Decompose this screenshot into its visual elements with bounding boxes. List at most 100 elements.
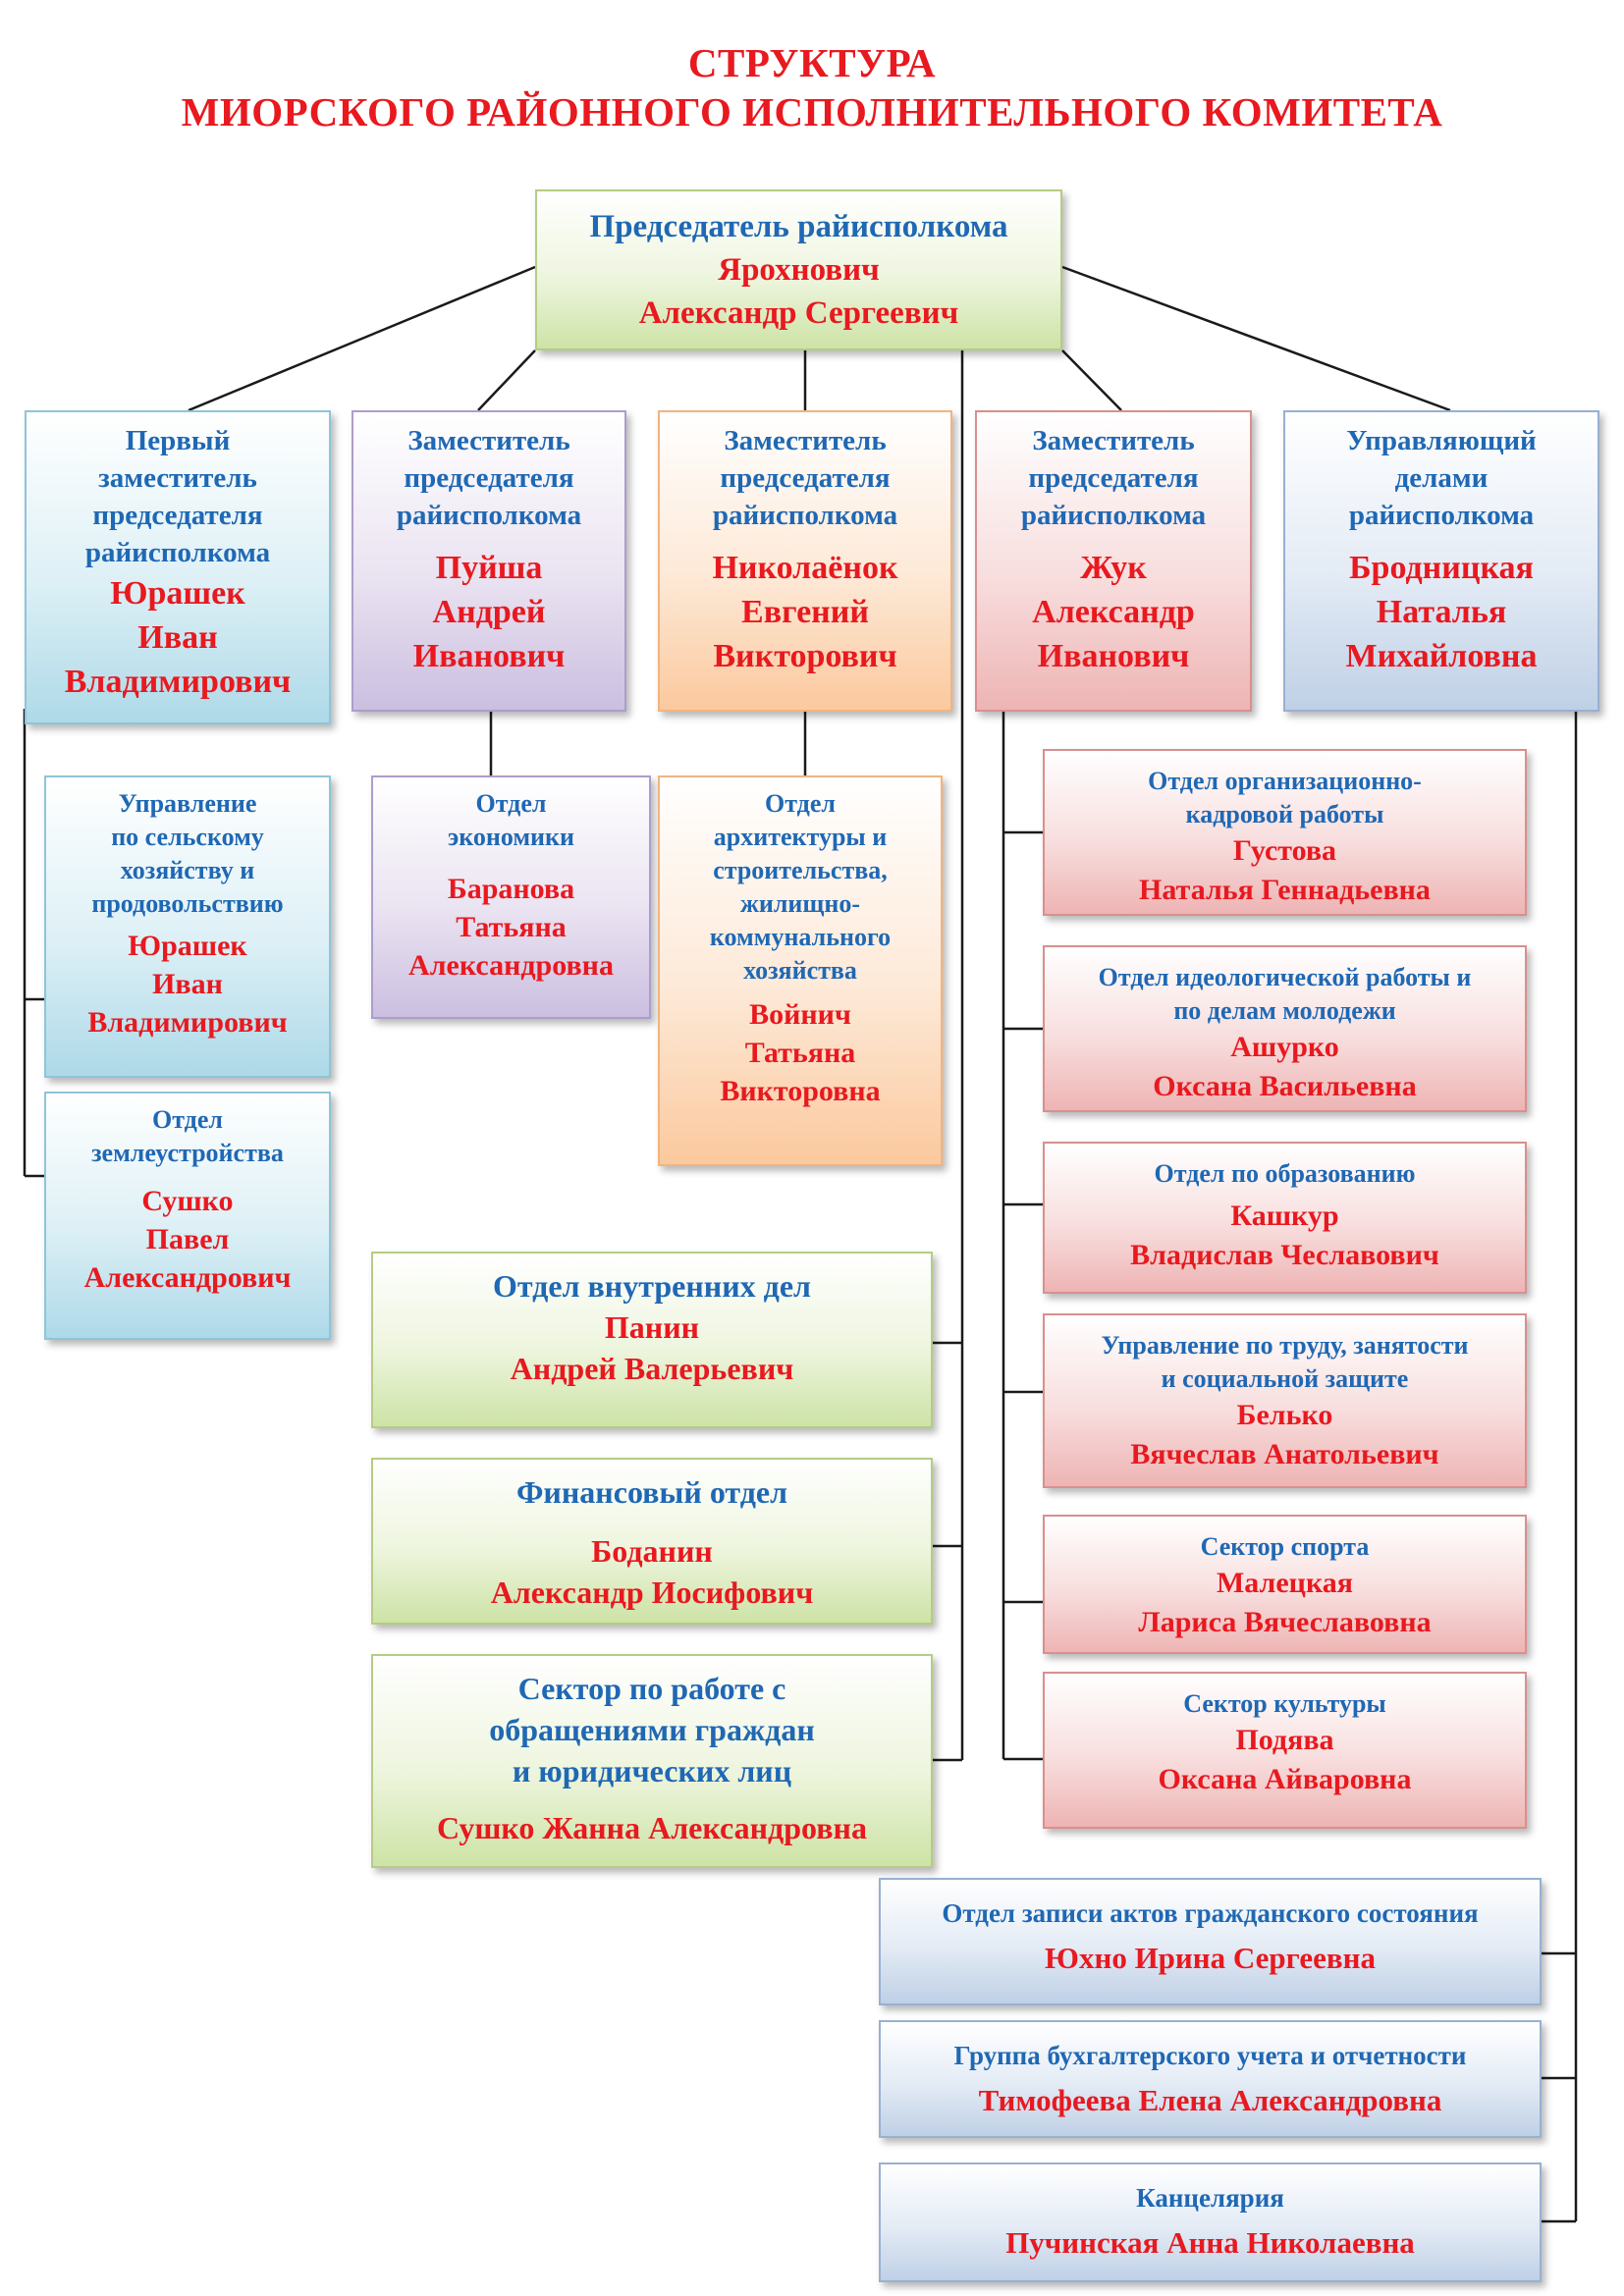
unit-position-line: Отдел идеологической работы и — [1098, 963, 1472, 991]
chancellery-box: Канцелярия Пучинская Анна Николаевна — [879, 2163, 1542, 2282]
unit-position-line: Отдел — [765, 789, 836, 818]
unit-name-line: Вячеслав Анатольевич — [1130, 1438, 1439, 1470]
chairman-name-line2: Александр Сергеевич — [638, 295, 959, 331]
architecture-department-box: Отдел архитектуры и строительства, жилищ… — [658, 775, 943, 1166]
unit-name-line: Викторовна — [720, 1075, 881, 1107]
deputy-name-line: Николаёнок — [712, 550, 898, 586]
unit-name-line: Юрашек — [128, 930, 247, 962]
land-management-department-box: Отдел землеустройства Сушко Павел Алекса… — [44, 1092, 331, 1340]
agriculture-department-box: Управление по сельскому хозяйству и прод… — [44, 775, 331, 1078]
deputy-name-line: Юрашек — [110, 575, 245, 612]
deputy-name-line: Викторович — [713, 638, 897, 674]
deputy-name-line: Владимирович — [64, 664, 292, 700]
unit-name-line: Александрович — [83, 1261, 292, 1294]
connector-line — [188, 265, 536, 412]
deputy-name-line: Евгений — [741, 594, 869, 630]
deputy-position-line: председателя — [1028, 462, 1199, 494]
affairs-manager-box: Управляющий делами райисполкома Бродницк… — [1283, 410, 1599, 712]
internal-affairs-department-box: Отдел внутренних дел Панин Андрей Валерь… — [371, 1252, 933, 1428]
civil-registry-department-box: Отдел записи актов гражданского состояни… — [879, 1878, 1542, 2005]
unit-name-line: Иван — [152, 968, 223, 1000]
labor-social-protection-department-box: Управление по труду, занятости и социаль… — [1043, 1313, 1527, 1488]
unit-position-line: кадровой работы — [1185, 800, 1384, 828]
deputy-name-line: Бродницкая — [1349, 550, 1534, 586]
unit-position-line: жилищно- — [740, 889, 860, 918]
unit-name-line: Тимофеева Елена Александровна — [978, 2083, 1442, 2117]
unit-position-line: землеустройства — [91, 1139, 284, 1167]
unit-position-line: архитектуры и — [713, 823, 888, 851]
unit-position-line: Канцелярия — [1136, 2183, 1284, 2213]
chairman-name-line1: Ярохнович — [718, 252, 880, 288]
unit-position-line: и юридических лиц — [512, 1753, 792, 1789]
deputy-zhuk-box: Заместитель председателя райисполкома Жу… — [975, 410, 1252, 712]
unit-name-line: Оксана Васильевна — [1153, 1070, 1417, 1102]
unit-name-line: Ашурко — [1230, 1031, 1339, 1063]
unit-position-line: по сельскому — [111, 823, 264, 851]
personnel-department-box: Отдел организационно- кадровой работы Гу… — [1043, 749, 1527, 916]
unit-name-line: Александровна — [408, 949, 614, 982]
deputy-position-line: райисполкома — [712, 500, 898, 531]
deputy-name-line: Наталья — [1376, 594, 1507, 630]
deputy-position-line: председателя — [404, 462, 574, 494]
chairman-position: Председатель райисполкома — [589, 209, 1008, 244]
unit-name-line: Кашкур — [1230, 1200, 1339, 1232]
unit-position-line: Отдел — [475, 789, 547, 818]
deputy-position-line: Заместитель — [724, 425, 887, 456]
unit-position-line: строительства, — [713, 856, 888, 884]
deputy-position-line: райисполкома — [84, 537, 271, 568]
unit-name-line: Владимирович — [87, 1006, 288, 1039]
deputy-position-line: заместитель — [98, 462, 257, 494]
unit-name-line: Сушко Жанна Александровна — [437, 1810, 867, 1845]
unit-position-line: Отдел записи актов гражданского состояни… — [942, 1898, 1479, 1928]
deputy-name-line: Иванович — [412, 638, 566, 674]
deputy-position-line: председателя — [92, 500, 263, 531]
unit-name-line: Татьяна — [744, 1037, 856, 1069]
deputy-position-line: председателя — [720, 462, 891, 494]
deputy-name-line: Андрей — [432, 594, 546, 630]
chart-title-line2: МИОРСКОГО РАЙОННОГО ИСПОЛНИТЕЛЬНОГО КОМИ… — [181, 89, 1443, 134]
unit-position-line: Отдел внутренних дел — [492, 1268, 811, 1304]
unit-name-line: Владислав Чеславович — [1130, 1239, 1439, 1271]
finance-department-box: Финансовый отдел Боданин Александр Иосиф… — [371, 1458, 933, 1625]
deputy-name-line: Пуйша — [435, 550, 543, 586]
deputy-name-line: Жук — [1080, 550, 1147, 586]
deputy-name-line: Михайловна — [1345, 638, 1538, 674]
deputy-nikolaenok-box: Заместитель председателя райисполкома Ни… — [658, 410, 952, 712]
unit-position-line: Сектор спорта — [1200, 1532, 1370, 1561]
unit-name-line: Боданин — [591, 1533, 713, 1569]
deputy-name-line: Иванович — [1037, 638, 1190, 674]
unit-position-line: и социальной защите — [1161, 1364, 1409, 1393]
unit-position-line: Сектор по работе с — [517, 1671, 786, 1706]
unit-position-line: обращениями граждан — [489, 1712, 815, 1747]
deputy-position-line: Заместитель — [407, 425, 570, 456]
unit-name-line: Лариса Вячеславовна — [1138, 1606, 1432, 1638]
first-deputy-box: Первый заместитель председателя райиспол… — [25, 410, 331, 724]
ideology-department-box: Отдел идеологической работы и по делам м… — [1043, 945, 1527, 1112]
unit-position-line: Отдел — [152, 1105, 223, 1134]
unit-position-line: по делам молодежи — [1173, 996, 1396, 1025]
deputy-name-line: Иван — [137, 619, 218, 656]
unit-name-line: Александр Иосифович — [490, 1575, 814, 1610]
economy-department-box: Отдел экономики Баранова Татьяна Алексан… — [371, 775, 651, 1019]
sports-sector-box: Сектор спорта Малецкая Лариса Вячеславов… — [1043, 1515, 1527, 1654]
unit-name-line: Оксана Айваровна — [1158, 1763, 1412, 1795]
deputy-position-line: райисполкома — [1020, 500, 1207, 531]
culture-sector-box: Сектор культуры Подява Оксана Айваровна — [1043, 1672, 1527, 1829]
unit-name-line: Наталья Геннадьевна — [1139, 874, 1431, 906]
unit-position-line: хозяйства — [743, 956, 857, 985]
unit-position-line: продовольствию — [91, 889, 284, 918]
citizen-appeals-sector-box: Сектор по работе с обращениями граждан и… — [371, 1654, 933, 1868]
education-department-box: Отдел по образованию Кашкур Владислав Че… — [1043, 1142, 1527, 1294]
unit-name-line: Татьяна — [456, 911, 567, 943]
unit-name-line: Юхно Ирина Сергеевна — [1045, 1941, 1376, 1975]
unit-position-line: Группа бухгалтерского учета и отчетности — [953, 2041, 1467, 2070]
chairman-box: Председатель райисполкома Ярохнович Алек… — [535, 189, 1062, 350]
unit-name-line: Павел — [145, 1223, 230, 1255]
connector-line — [477, 349, 536, 411]
unit-name-line: Пучинская Анна Николаевна — [1005, 2225, 1415, 2260]
unit-name-line: Андрей Валерьевич — [510, 1351, 794, 1386]
chart-title-line1: СТРУКТУРА — [687, 40, 937, 85]
unit-position-line: экономики — [447, 823, 574, 851]
deputy-position-line: делами — [1394, 462, 1489, 494]
